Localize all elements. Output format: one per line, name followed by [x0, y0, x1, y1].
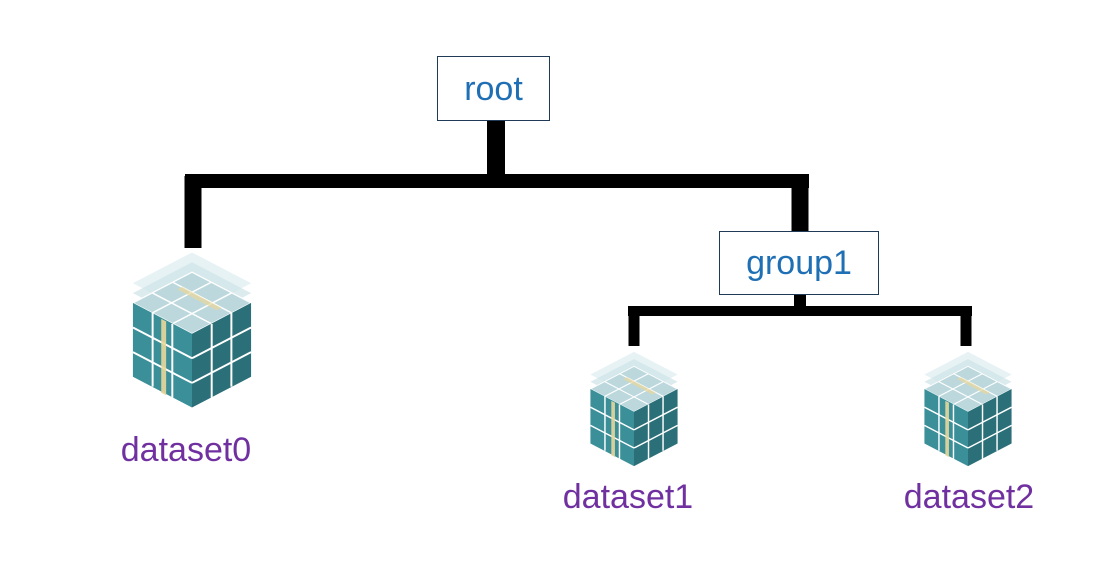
node-root[interactable]: root [437, 56, 550, 121]
node-dataset1-label: dataset1 [562, 478, 694, 516]
node-group1-label: group1 [746, 244, 852, 282]
node-dataset0-label: dataset0 [120, 431, 252, 469]
data-cube-icon[interactable] [588, 350, 680, 468]
data-cube-icon[interactable] [922, 350, 1014, 468]
node-dataset2-label: dataset2 [903, 478, 1035, 516]
node-group1[interactable]: group1 [719, 231, 879, 295]
node-root-label: root [464, 69, 523, 108]
data-cube-icon[interactable] [130, 250, 254, 410]
